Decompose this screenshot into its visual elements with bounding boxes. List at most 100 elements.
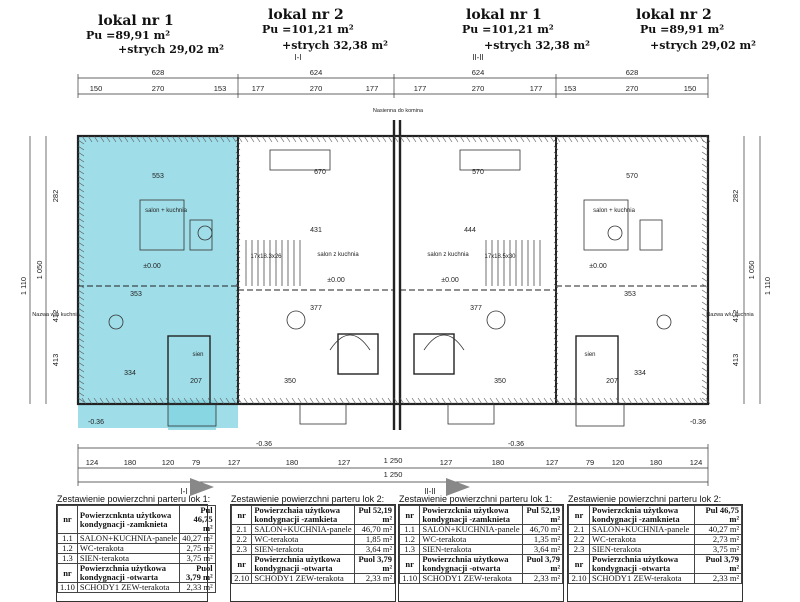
dim-top-outer: 628 — [626, 68, 639, 77]
level-mark: -0.36 — [508, 441, 524, 448]
cell-name: SALON+KUCHNIA-panele — [76, 533, 181, 544]
section-mark: I-I — [180, 487, 187, 496]
dim-bottom-segment: 120 — [612, 458, 625, 467]
room-dim: 553 — [152, 173, 164, 180]
misc-note: Nazwa w/u kuchnia — [706, 312, 754, 318]
cell-name: SCHODY1 ZEW-terakota — [251, 573, 355, 584]
cell-name: WC-terakota — [76, 543, 181, 554]
cell-name: WC-terakota — [589, 534, 695, 545]
dim-bottom-segment: 180 — [124, 458, 137, 467]
level-mark: -0.36 — [88, 419, 104, 426]
dim-top-segment: 177 — [530, 84, 543, 93]
cell-nr: 2.2 — [568, 534, 590, 545]
cell-name: Powierzcnknta użytkowa kondygnacji -zamk… — [76, 505, 181, 534]
dim-bottom-segment: 180 — [286, 458, 299, 467]
cell-nr: 2.10 — [568, 573, 590, 584]
dim-top-outer: 624 — [472, 68, 485, 77]
unit-header-line: lokal nr 1 — [466, 7, 542, 23]
dim-bottom-segment: 127 — [338, 458, 351, 467]
cell-name: Powierzchnia użytkowa kondygnacji -otwar… — [76, 563, 181, 583]
cell-name: SALON+KUCHNIA-panele — [419, 524, 523, 535]
wall-hatching — [77, 135, 711, 405]
room-dim: 670 — [314, 169, 326, 176]
cell-area: Pul 46,75 m² — [179, 505, 216, 534]
cell-name: SIEN-terakota — [76, 553, 181, 564]
dim-bottom-segment: 79 — [192, 458, 200, 467]
area-table: Zestawienie powierzchni parteru lok 2:nr… — [567, 494, 743, 602]
cell-area: 2,33 m² — [521, 573, 564, 584]
area-table: Zestawienie powierzchni parteru lok 1:nr… — [398, 494, 564, 602]
cell-area: 46,70 m² — [521, 524, 564, 535]
room-label: sien — [584, 352, 595, 358]
room-dim: 350 — [284, 378, 296, 385]
cell-area: 2,73 m² — [694, 534, 742, 545]
dim-right: 1 050 — [747, 261, 756, 280]
cell-area: 3,64 m² — [521, 544, 564, 555]
dim-bottom-segment: 127 — [228, 458, 241, 467]
cell-area: Puol 3,79 m² — [521, 554, 564, 574]
dim-bottom-segment: 127 — [546, 458, 559, 467]
room-dim: 207 — [190, 378, 202, 385]
room-dim: 431 — [310, 227, 322, 234]
room-dim: 207 — [606, 378, 618, 385]
cell-nr: 1.3 — [398, 544, 421, 555]
cell-area: 2,33 m² — [694, 573, 742, 584]
cell-area: Puol 3,79 m² — [694, 554, 742, 574]
area-table: Zestawienie powierzchni parteru lok 1:nr… — [56, 494, 216, 602]
unit-header-line: Pu =89,91 m² — [640, 23, 725, 36]
levels: ±0.00±0.00±0.00±0.00-0.36-0.36-0.36-0.36 — [88, 263, 706, 448]
dim-top-segment: 153 — [564, 84, 577, 93]
unit-header-line: +strych 29,02 m² — [118, 43, 224, 56]
room-label: salon z kuchnia — [427, 252, 469, 258]
dim-bottom-segment: 120 — [162, 458, 175, 467]
cell-nr: nr — [230, 505, 253, 525]
area-table-title: Zestawienie powierzchni parteru lok 2: — [568, 494, 722, 504]
dim-top-segment: 153 — [214, 84, 227, 93]
dim-bottom-segment: 180 — [650, 458, 663, 467]
cell-area: 40,27 m² — [179, 533, 216, 544]
cell-nr: 2.1 — [568, 524, 590, 535]
dim-bottom-segment: 127 — [440, 458, 453, 467]
area-table-title: Zestawienie powierzchni parteru lok 1: — [57, 494, 211, 504]
room-dim: 334 — [634, 370, 646, 377]
cell-nr: 1.1 — [57, 533, 78, 544]
dim-top-segment: 270 — [472, 84, 485, 93]
dim-bottom-segment: 124 — [86, 458, 99, 467]
cell-area: Pul 52,19 m² — [353, 505, 396, 525]
cell-name: SIEN-terakota — [251, 544, 355, 555]
room-label: salon z kuchnia — [317, 252, 359, 258]
cell-name: Powierzcknia użytkowa kondygnacji -zamkn… — [419, 505, 523, 525]
room-dim: 570 — [626, 173, 638, 180]
area-table-title: Zestawienie powierzchni parteru lok 1: — [399, 494, 553, 504]
cell-nr: 1.1 — [398, 524, 421, 535]
unit-header-line: Pu =101,21 m² — [262, 23, 354, 36]
room-dim: 350 — [494, 378, 506, 385]
furniture — [108, 149, 672, 351]
cell-name: Powierzcknia użytkowa kondygnacji -zamkn… — [589, 505, 695, 525]
dim-left: 412 — [51, 310, 60, 323]
level-mark: -0.36 — [690, 419, 706, 426]
section-mark: II-II — [424, 487, 436, 496]
cell-nr: nr — [230, 554, 253, 574]
cell-nr: nr — [568, 505, 590, 525]
dim-right: 1 110 — [763, 277, 772, 295]
dim-top-segment: 270 — [310, 84, 323, 93]
